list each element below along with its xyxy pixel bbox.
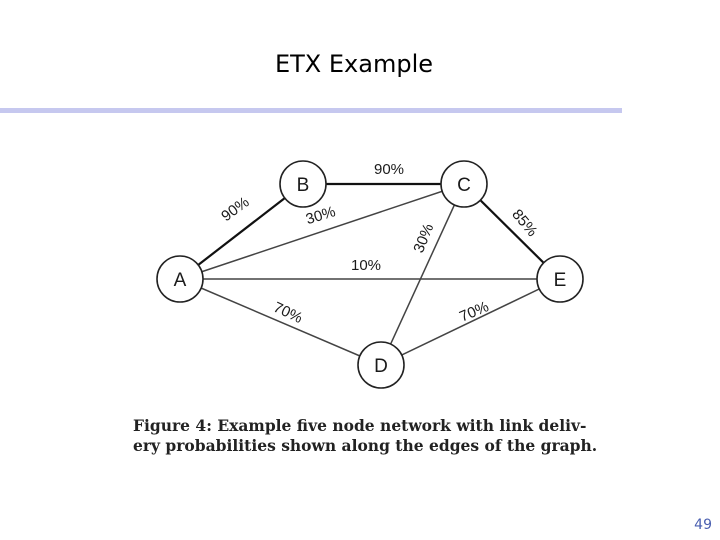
edge-a-d: [179, 278, 382, 366]
edge-label-a-d: 70%: [271, 299, 305, 327]
edge-a-c: [179, 183, 465, 280]
edge-c-d: [380, 183, 465, 366]
node-label-e: E: [554, 270, 567, 291]
node-label-d: D: [374, 356, 388, 377]
edge-labels-layer: 90%90%30%30%85%10%70%70%: [218, 161, 540, 327]
edges-layer: [179, 182, 561, 366]
edge-label-b-c: 90%: [374, 161, 404, 178]
node-label-a: A: [174, 270, 187, 291]
node-e: E: [536, 255, 584, 303]
node-b: B: [279, 160, 327, 208]
node-label-b: B: [297, 175, 310, 196]
edge-label-d-e: 70%: [457, 298, 491, 325]
node-circle-e: [536, 255, 584, 303]
edge-a-b: [179, 183, 304, 280]
node-circle-a: [156, 255, 204, 303]
caption-line-2: ery probabilities shown along the edges …: [133, 436, 598, 455]
figure-caption: Figure 4: Example five node network with…: [133, 416, 623, 456]
title-divider: [0, 108, 622, 113]
edge-d-e: [380, 278, 561, 366]
node-a: A: [156, 255, 204, 303]
node-d: D: [357, 341, 405, 389]
node-c: C: [440, 160, 488, 208]
node-circle-c: [440, 160, 488, 208]
node-label-c: C: [457, 175, 471, 196]
page-number: 49: [694, 517, 712, 533]
edge-label-c-e: 85%: [508, 206, 540, 240]
node-circle-b: [279, 160, 327, 208]
node-circle-d: [357, 341, 405, 389]
nodes-layer: A B C D E: [156, 160, 584, 389]
edge-label-a-e: 10%: [351, 257, 381, 274]
edge-label-a-b: 90%: [218, 194, 252, 225]
caption-line-1: Figure 4: Example five node network with…: [133, 416, 587, 435]
slide-title: ETX Example: [274, 50, 433, 78]
